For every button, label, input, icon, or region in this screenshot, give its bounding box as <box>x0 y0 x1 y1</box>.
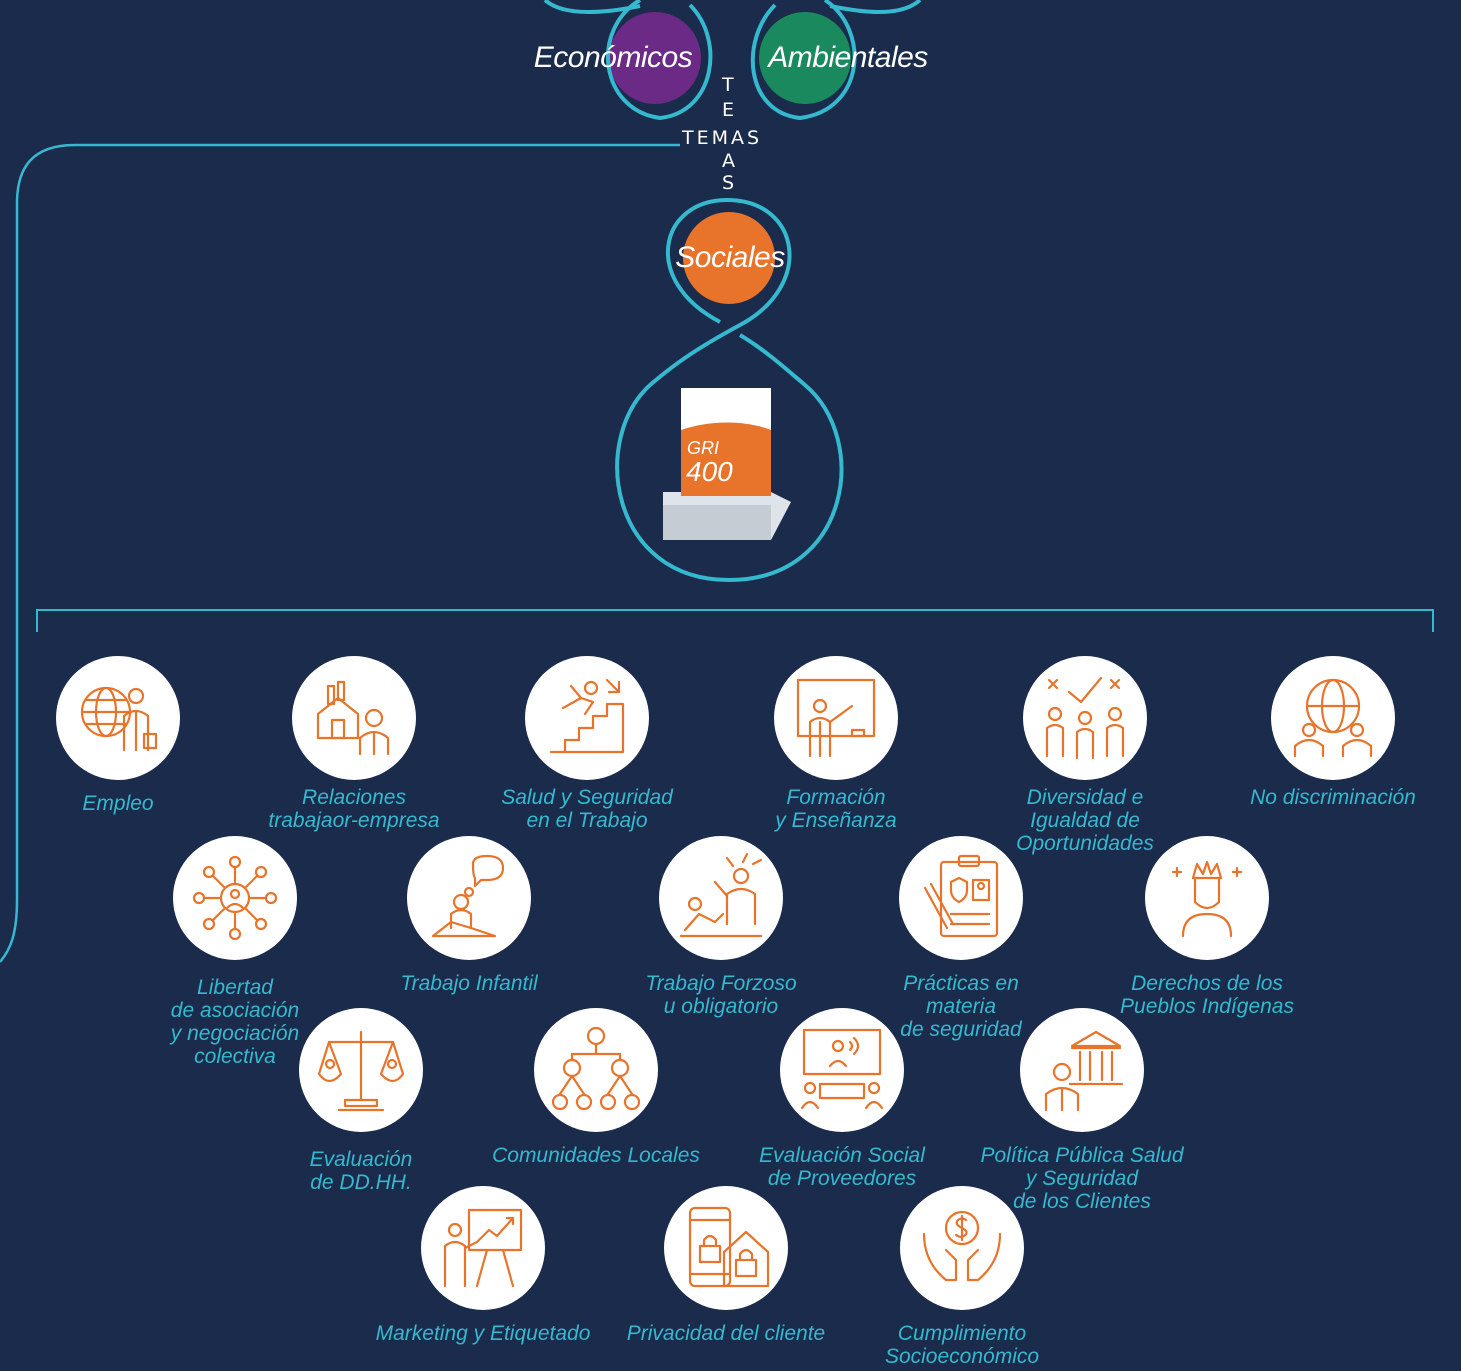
topic-label: Libertad de asociación y negociación col… <box>170 976 300 1068</box>
topic-label: Derechos de los Pueblos Indígenas <box>1120 972 1294 1018</box>
hands-coin-icon <box>922 1210 1002 1282</box>
ambientales-ring <box>750 0 857 121</box>
topic-label: Empleo <box>82 792 154 815</box>
meeting-screen-icon <box>800 1028 884 1110</box>
topic-icon-circle <box>774 656 898 780</box>
child-thinking-icon <box>431 854 505 938</box>
topic-icon-circle <box>421 1186 545 1310</box>
topic-label: Salud y Seguridad en el Trabajo <box>501 786 673 832</box>
temas-vertical-s: S <box>722 172 738 194</box>
topic-label: Trabajo Forzoso u obligatorio <box>645 972 797 1018</box>
community-tree-icon <box>551 1026 641 1111</box>
topic-label: Evaluación Social de Proveedores <box>759 1144 925 1190</box>
topic-icon-circle <box>56 656 180 780</box>
topic-label: Prácticas en materia de seguridad <box>900 972 1022 1041</box>
topic-label: No discriminación <box>1250 786 1416 809</box>
topic-label: Política Pública Salud y Seguridad de lo… <box>980 1144 1184 1213</box>
clipboard-security-icon <box>923 854 999 938</box>
topic-icon-circle <box>1020 1008 1144 1132</box>
topic-label: Relaciones trabajaor-empresa <box>268 786 440 832</box>
gri-number: 400 <box>686 456 733 487</box>
gri-book-orange <box>681 422 771 496</box>
sociales-label: Sociales <box>675 241 785 274</box>
teacher-board-icon <box>796 678 876 758</box>
diversity-people-icon <box>1045 676 1125 760</box>
topic-icon-circle <box>899 836 1023 960</box>
topic-icon-circle <box>659 836 783 960</box>
topic-label: Diversidad e Igualdad de Oportunidades <box>1016 786 1154 855</box>
globe-worker-icon <box>80 686 158 752</box>
topic-icon-circle <box>1023 656 1147 780</box>
topic-icon-circle <box>534 1008 658 1132</box>
topic-icon-circle <box>1271 656 1395 780</box>
topic-label: Privacidad del cliente <box>626 1322 826 1345</box>
scale-people-icon <box>317 1030 405 1112</box>
top-loop-line <box>829 0 922 14</box>
topic-icon-circle <box>1145 836 1269 960</box>
topic-icon-circle <box>299 1008 423 1132</box>
topics-bracket <box>36 609 1434 632</box>
stairs-fall-icon <box>549 678 625 754</box>
economicos-ring <box>606 0 713 121</box>
economicos-label: Económicos <box>533 41 693 74</box>
forced-labor-icon <box>679 852 763 938</box>
economicos-bubble <box>609 12 701 104</box>
gri-label: GRI <box>687 438 720 458</box>
topic-label: Trabajo Infantil <box>400 972 538 995</box>
government-person-icon <box>1044 1030 1124 1112</box>
sociales-bubble <box>683 212 775 304</box>
factory-worker-icon <box>316 680 390 756</box>
left-bracket-line <box>0 143 680 963</box>
temas-vertical-e: E <box>722 99 738 121</box>
network-person-icon <box>192 855 278 941</box>
indigenous-person-icon <box>1171 860 1243 938</box>
topic-icon-circle <box>525 656 649 780</box>
topic-icon-circle <box>664 1186 788 1310</box>
presentation-chart-icon <box>443 1208 523 1288</box>
temas-vertical-t: T <box>722 74 737 96</box>
topic-icon-circle <box>407 836 531 960</box>
temas-horizontal: TEMAS <box>682 127 763 149</box>
sociales-ring <box>615 197 844 583</box>
temas-vertical-a: A <box>722 150 738 172</box>
topic-icon-circle <box>900 1186 1024 1310</box>
topic-label: Cumplimiento Socioeconómico <box>884 1322 1040 1368</box>
gri-book-shadow <box>663 505 771 540</box>
topic-icon-circle <box>173 836 297 960</box>
topic-icon-circle <box>780 1008 904 1132</box>
topic-label: Marketing y Etiquetado <box>375 1322 591 1345</box>
ambientales-bubble <box>759 12 851 104</box>
topic-label: Formación y Enseñanza <box>775 786 897 832</box>
phone-lock-icon <box>688 1206 770 1288</box>
topic-icon-circle <box>292 656 416 780</box>
globe-people-icon <box>1293 678 1373 758</box>
topic-label: Comunidades Locales <box>492 1144 700 1167</box>
ambientales-label: Ambientales <box>768 41 928 74</box>
topic-label: Evaluación de DD.HH. <box>309 1148 413 1194</box>
